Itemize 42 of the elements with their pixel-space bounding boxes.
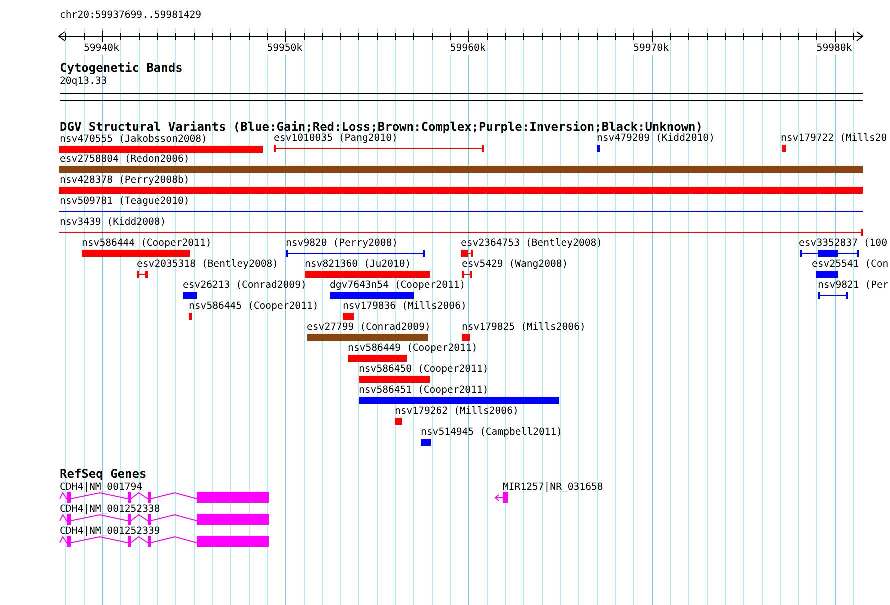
scale-tick-label: 59950k [266, 43, 304, 55]
gene-label: CDH4|NM_001794 [60, 482, 143, 494]
variant-label: nsv821360 (Ju2010) [305, 259, 412, 271]
variant-label: esv2035318 (Bentley2008) [137, 259, 279, 271]
variant-label: nsv509781 (Teague2010) [60, 196, 190, 208]
variant-label: nsv586451 (Cooper2011) [359, 385, 489, 397]
variant-label: nsv428378 (Perry2008b) [60, 175, 190, 187]
scale-tick-label: 59980k [816, 43, 854, 55]
variant-label: nsv586449 (Cooper2011) [348, 343, 478, 355]
scale-tick-label: 59970k [632, 43, 670, 55]
scale-tick-label: 59960k [449, 43, 487, 55]
variant-label: esv3352837 (100 [799, 238, 888, 250]
track-heading: RefSeq Genes [60, 468, 147, 481]
variant-label: nsv586445 (Cooper2011) [189, 301, 319, 313]
band-label: 20q13.33 [60, 76, 108, 88]
variant-label: esv25541 (Con [812, 259, 889, 271]
variant-label: nsv3439 (Kidd2008) [60, 217, 166, 229]
variant-label: nsv179262 (Mills2006) [395, 406, 519, 418]
track-heading: DGV Structural Variants (Blue:Gain;Red:Loss;Brown:Complex;Purple:Inversion;Black:Unknown) [60, 121, 703, 134]
variant-label: nsv179722 (Mills20 [781, 133, 888, 145]
coordinate-label: chr20:59937699..59981429 [60, 10, 202, 22]
variant-label: esv5429 (Wang2008) [462, 259, 568, 271]
variant-label: esv2758804 (Redon2006) [60, 154, 190, 166]
variant-label: nsv9821 (Per [818, 280, 889, 292]
variant-label: esv26213 (Conrad2009) [183, 280, 307, 292]
track-heading: Cytogenetic Bands [60, 62, 183, 75]
scale-tick-label: 59940k [83, 43, 120, 55]
variant-label: nsv470555 (Jakobsson2008) [60, 134, 208, 146]
variant-label: nsv514945 (Campbell2011) [421, 427, 563, 439]
gene-label: CDH4|NM_001252338 [60, 504, 160, 516]
variant-label: nsv586444 (Cooper2011) [82, 238, 212, 250]
gene-label: CDH4|NM_001252339 [60, 526, 160, 538]
variant-label: nsv479209 (Kidd2010) [597, 133, 715, 145]
variant-label: esv27799 (Conrad2009) [307, 322, 431, 334]
variant-label: nsv179836 (Mills2006) [343, 301, 467, 313]
variant-label: esv2364753 (Bentley2008) [461, 238, 603, 250]
variant-label: nsv586450 (Cooper2011) [359, 364, 489, 376]
variant-label: nsv9820 (Perry2008) [286, 238, 398, 250]
variant-label: dgv7643n54 (Cooper2011) [330, 280, 466, 292]
variant-label: nsv179825 (Mills2006) [462, 322, 586, 334]
variant-label: esv1010035 (Pang2010) [274, 133, 398, 145]
gene-label: MIR1257|NR_031658 [503, 482, 604, 494]
